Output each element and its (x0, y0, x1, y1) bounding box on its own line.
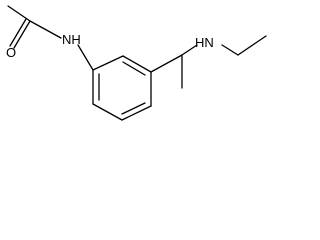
structure-diagram: O NH HN (6, 5, 267, 121)
ring-bond-5 (92, 103, 123, 121)
oxygen-label: O (6, 45, 16, 60)
bond-nitrogen-ring (77, 44, 94, 71)
bond-ethyl-methyl (237, 35, 267, 56)
ring-bond-2 (122, 55, 152, 73)
ring-double-bond-1 (122, 61, 146, 76)
bond-carbonyl-oxygen-1 (13, 20, 31, 49)
ring-double-bond-2 (121, 102, 146, 115)
bond-methyl-carbonyl (7, 5, 31, 22)
amine-nitrogen-label: HN (195, 35, 214, 50)
ring-bond-1 (92, 55, 124, 71)
bond-amine-ethyl (221, 44, 239, 56)
amide-nitrogen-label: NH (62, 32, 81, 47)
ring-bond-4 (121, 105, 152, 121)
bond-carbonyl-oxygen-2 (9, 18, 27, 47)
bond-ring-ch (150, 54, 183, 73)
molecule-drawing: O NH HN (6, 5, 267, 121)
bond-carbonyl-nitrogen (29, 20, 62, 39)
bond-ch-amine (181, 44, 198, 56)
